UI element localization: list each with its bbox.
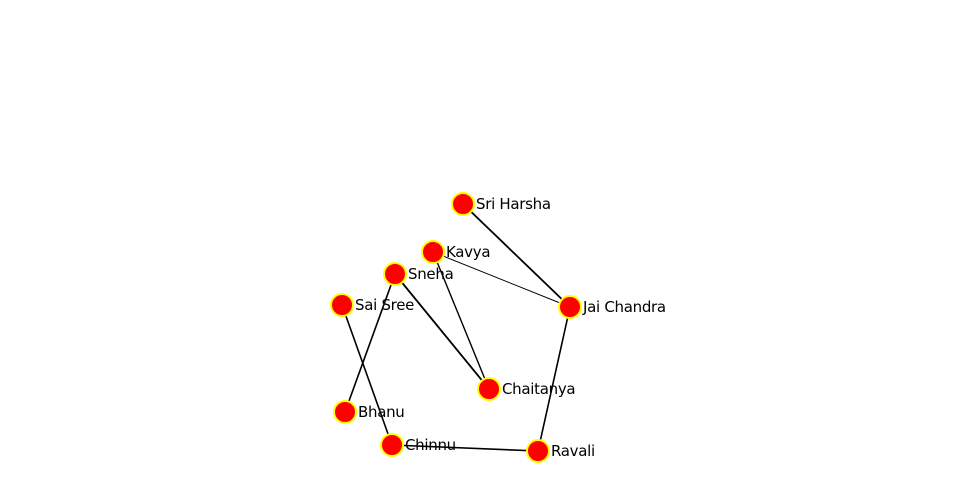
node-circle-bhanu[interactable] bbox=[333, 400, 357, 424]
node-sai-sree[interactable]: Sai Sree bbox=[330, 293, 414, 317]
edge-kavya-jai-chandra bbox=[432, 251, 571, 308]
node-bhanu[interactable]: Bhanu bbox=[333, 400, 405, 424]
node-label-sneha: Sneha bbox=[408, 265, 453, 283]
node-label-bhanu: Bhanu bbox=[358, 403, 405, 421]
node-circle-jai-chandra[interactable] bbox=[558, 295, 582, 319]
node-circle-sai-sree[interactable] bbox=[330, 293, 354, 317]
node-label-chaitanya: Chaitanya bbox=[502, 380, 575, 398]
edge-kavya-chaitanya bbox=[432, 251, 490, 390]
node-label-sai-sree: Sai Sree bbox=[355, 296, 414, 314]
edge-jai-chandra-ravali bbox=[537, 306, 571, 452]
edge-chinnu-ravali bbox=[391, 444, 539, 452]
node-circle-chaitanya[interactable] bbox=[477, 377, 501, 401]
node-label-jai-chandra: Jai Chandra bbox=[582, 298, 666, 316]
node-label-chinnu: Chinnu bbox=[405, 436, 456, 454]
node-sneha[interactable]: Sneha bbox=[383, 262, 454, 286]
node-label-sri-harsha: Sri Harsha bbox=[476, 195, 551, 213]
node-chaitanya[interactable]: Chaitanya bbox=[477, 377, 576, 401]
node-jai-chandra[interactable]: Jai Chandra bbox=[558, 295, 666, 319]
node-circle-sri-harsha[interactable] bbox=[451, 192, 475, 216]
edge-sai-sree-chinnu bbox=[341, 304, 393, 446]
edges-layer bbox=[341, 203, 571, 452]
node-circle-kavya[interactable] bbox=[421, 240, 445, 264]
node-circle-sneha[interactable] bbox=[383, 262, 407, 286]
edge-sneha-bhanu bbox=[344, 273, 396, 413]
node-kavya[interactable]: Kavya bbox=[421, 240, 491, 264]
node-circle-chinnu[interactable] bbox=[380, 433, 404, 457]
node-circle-ravali[interactable] bbox=[526, 439, 550, 463]
edge-sri-harsha-jai-chandra bbox=[462, 203, 571, 308]
node-ravali[interactable]: Ravali bbox=[526, 439, 595, 463]
node-label-ravali: Ravali bbox=[551, 442, 595, 460]
edge-sneha-chaitanya bbox=[394, 273, 490, 390]
node-chinnu[interactable]: Chinnu bbox=[380, 433, 456, 457]
node-sri-harsha[interactable]: Sri Harsha bbox=[451, 192, 551, 216]
node-label-kavya: Kavya bbox=[446, 243, 490, 261]
